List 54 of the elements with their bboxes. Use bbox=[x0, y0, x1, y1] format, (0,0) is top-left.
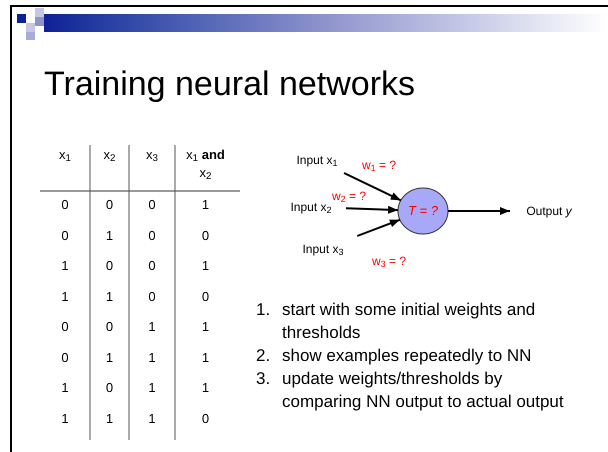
table-cell: 1 bbox=[148, 318, 156, 336]
table-cell: 0 bbox=[61, 196, 69, 214]
column-header: x$_{3}$ bbox=[146, 146, 158, 164]
slide-title: Training neural networks bbox=[44, 64, 416, 104]
table-cell: 0 bbox=[202, 288, 210, 306]
table-cell: 0 bbox=[148, 257, 156, 275]
input-label: Input x$_{2}$ bbox=[290, 200, 332, 216]
column-header: x$_{1}$ and x$_{2}$ bbox=[185, 146, 226, 182]
column-header: x$_{1}$ bbox=[59, 146, 71, 164]
table-cell: 0 bbox=[106, 379, 114, 397]
list-number: 2. bbox=[256, 345, 272, 367]
input-label: Input x$_{3}$ bbox=[302, 241, 344, 258]
arrow bbox=[356, 218, 400, 237]
arrow bbox=[346, 206, 398, 214]
table-cell: 1 bbox=[106, 410, 114, 428]
list-item: update weights/thresholds by comparing NN output to actual output bbox=[282, 368, 565, 413]
table-cell: 1 bbox=[202, 379, 210, 397]
table-cell: 0 bbox=[61, 226, 69, 244]
table-cell: 1 bbox=[61, 288, 69, 306]
table-cell: 1 bbox=[202, 348, 210, 366]
table-cell: 1 bbox=[61, 257, 69, 275]
table-cell: 0 bbox=[202, 226, 210, 244]
table-cell: 0 bbox=[106, 257, 114, 275]
table-cell: 1 bbox=[202, 257, 210, 275]
table-cell: 1 bbox=[148, 379, 156, 397]
table-cell: 0 bbox=[202, 410, 210, 428]
arrow bbox=[448, 207, 510, 215]
column-header: x$_{2}$ bbox=[104, 146, 116, 164]
table-cell: 1 bbox=[202, 196, 210, 214]
table-cell: 1 bbox=[106, 226, 114, 244]
list-number: 3. bbox=[256, 368, 272, 390]
edge-label: w$_{1}$ = ? bbox=[362, 158, 396, 172]
table-cell: 1 bbox=[148, 348, 156, 366]
table-cell: 0 bbox=[148, 288, 156, 306]
list-number: 1. bbox=[256, 299, 272, 321]
edge-label: w$_{3}$ = ? bbox=[372, 254, 406, 268]
arrow bbox=[344, 172, 402, 202]
table-cell: 1 bbox=[106, 348, 114, 366]
list-item: show examples repeatedly to NN bbox=[282, 345, 532, 367]
table-cell: 1 bbox=[61, 410, 69, 428]
table-cell: 0 bbox=[61, 318, 69, 336]
table-cell: 1 bbox=[202, 318, 210, 336]
table-cell: 1 bbox=[61, 379, 69, 397]
edge-label: w$_{2}$ = ? bbox=[332, 189, 366, 203]
table-cell: 0 bbox=[148, 196, 156, 214]
input-label: Input x$_{1}$ bbox=[296, 152, 338, 169]
table-cell: 1 bbox=[106, 288, 114, 306]
output-label: Output y bbox=[526, 203, 572, 220]
table-cell: 0 bbox=[106, 318, 114, 336]
table-cell: 0 bbox=[148, 226, 156, 244]
table-cell: 0 bbox=[61, 348, 69, 366]
table-cell: 0 bbox=[106, 196, 114, 214]
threshold-label: T = ? bbox=[408, 202, 438, 220]
table-cell: 1 bbox=[148, 410, 156, 428]
